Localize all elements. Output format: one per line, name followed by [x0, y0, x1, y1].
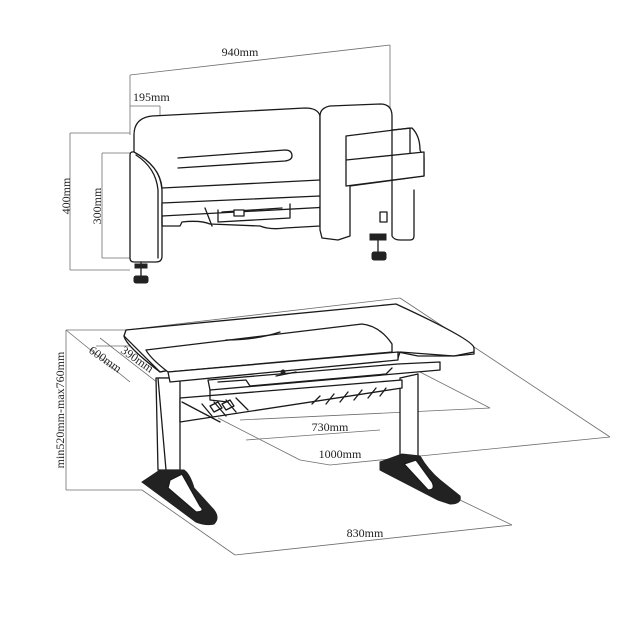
- desk-top: [123, 303, 475, 383]
- label-base-width: 830mm: [347, 526, 384, 540]
- label-shelf-width: 940mm: [222, 45, 259, 59]
- label-desk-width: 1000mm: [319, 447, 362, 461]
- shelf-bracket: [204, 203, 291, 227]
- shelf-dimension-lines: [69, 44, 391, 271]
- label-desk-depth-total: 600mm: [86, 343, 125, 376]
- desk-left-leg: [141, 377, 218, 526]
- desk-dimension-lines: [65, 297, 611, 556]
- label-drawer-width: 730mm: [312, 420, 349, 434]
- label-shelf-height: 400mm: [59, 177, 73, 214]
- shelf-feet: [133, 233, 387, 284]
- desk-crossbar: [179, 379, 403, 423]
- label-desk-height-range: min520mm-max760mm: [53, 351, 67, 468]
- desk-drawing: [65, 297, 611, 556]
- label-shelf-depth: 195mm: [133, 90, 170, 104]
- shelf-back-panel: [133, 107, 321, 189]
- desk-drawer: [207, 361, 441, 403]
- label-shelf-inner-height: 300mm: [90, 187, 104, 224]
- bookshelf-drawing: [69, 44, 425, 284]
- desk-right-leg: [379, 373, 461, 505]
